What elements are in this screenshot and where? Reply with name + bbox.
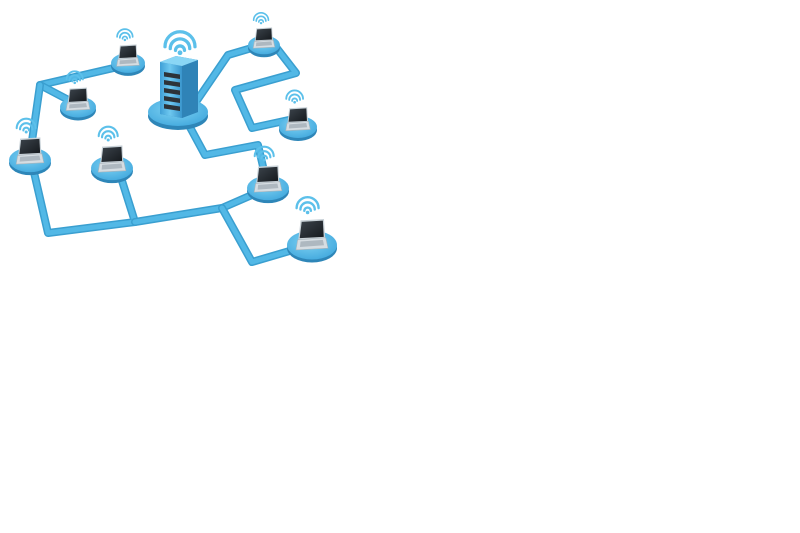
laptop-icon: [285, 107, 311, 132]
server-slot: [164, 88, 180, 95]
wifi-icon: [97, 125, 119, 142]
wifi-icon: [65, 70, 84, 85]
wifi-icon: [285, 89, 304, 104]
laptop-icon: [295, 218, 329, 251]
server-slot: [164, 72, 180, 79]
wifi-icon: [116, 28, 134, 42]
server-slot: [164, 96, 180, 103]
wifi-icon: [252, 12, 270, 25]
server-slot: [164, 104, 180, 111]
laptop-icon: [252, 27, 276, 49]
network-link: [182, 39, 301, 131]
wifi-icon: [295, 196, 320, 215]
network-node: [279, 89, 317, 142]
wifi-icon: [15, 117, 37, 134]
wifi-icon: [253, 145, 275, 162]
network-node: [287, 196, 337, 263]
network-node: [247, 145, 289, 204]
server-icon: [160, 56, 198, 118]
network-node: [91, 125, 133, 184]
network-node: [111, 28, 145, 76]
network-node: [60, 70, 96, 121]
network-nodes: [9, 12, 337, 263]
laptop-icon: [116, 44, 140, 67]
laptop-icon: [253, 165, 283, 193]
laptop-icon: [97, 145, 127, 173]
wifi-icon: [163, 30, 197, 56]
laptop-icon: [15, 137, 45, 165]
laptop-icon: [65, 87, 91, 111]
network-link: [27, 152, 138, 236]
server-slot: [164, 80, 180, 87]
network-node: [9, 117, 51, 176]
server-hub: [148, 30, 208, 130]
network-node: [248, 12, 280, 58]
network-link: [37, 64, 121, 88]
